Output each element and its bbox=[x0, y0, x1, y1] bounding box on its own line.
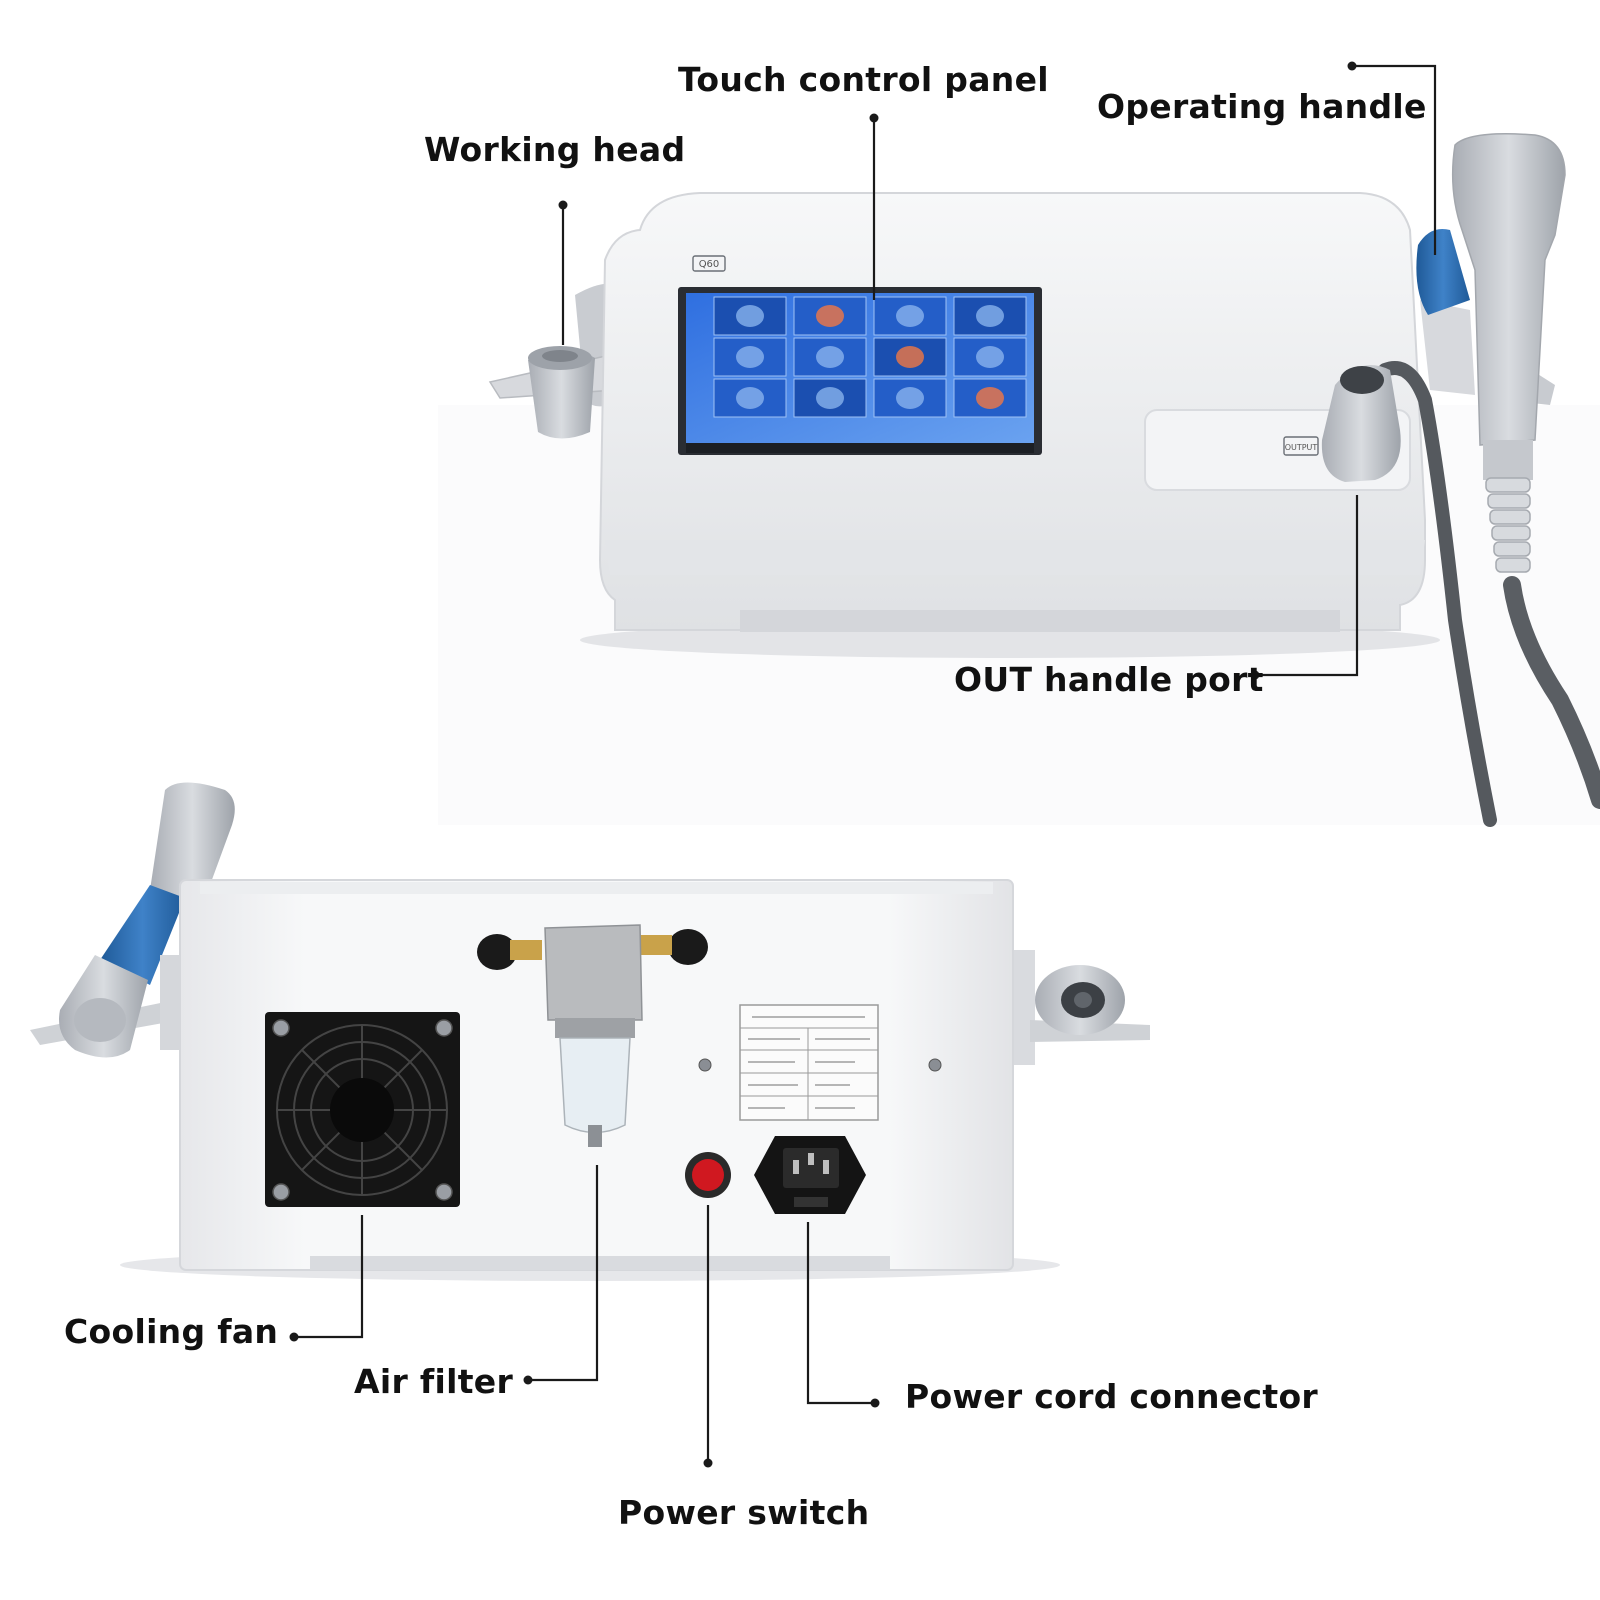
screen-tile-figure bbox=[816, 387, 844, 409]
screen-tile-figure bbox=[736, 387, 764, 409]
label-working-head: Working head bbox=[424, 130, 686, 169]
screen-tile-figure bbox=[896, 305, 924, 327]
rear-right-working-head bbox=[1005, 950, 1150, 1065]
leader-lines bbox=[289, 61, 1437, 1468]
label-out-handle-port: OUT handle port bbox=[954, 660, 1264, 699]
svg-text:OUTPUT: OUTPUT bbox=[1285, 443, 1318, 452]
power-cord-connector bbox=[754, 1136, 866, 1214]
screen-tile-figure bbox=[816, 305, 844, 327]
front-view-device: Q60 bbox=[438, 133, 1600, 827]
screen-tile-figure bbox=[896, 346, 924, 368]
label-touch-control-panel: Touch control panel bbox=[678, 60, 1049, 99]
screen-tile-grid bbox=[713, 296, 1027, 418]
label-cooling-fan: Cooling fan bbox=[64, 1312, 279, 1351]
screen-tile-figure bbox=[816, 346, 844, 368]
power-switch bbox=[685, 1152, 731, 1198]
screen-tile-figure bbox=[976, 305, 1004, 327]
cooling-fan bbox=[265, 1012, 460, 1207]
screen-tile-figure bbox=[736, 346, 764, 368]
rear-view-device bbox=[30, 782, 1150, 1281]
model-badge: Q60 bbox=[692, 255, 726, 272]
screw bbox=[698, 1058, 712, 1072]
screen-tile bbox=[953, 296, 1027, 336]
air-filter bbox=[477, 924, 708, 1147]
label-operating-handle: Operating handle bbox=[1097, 87, 1427, 126]
label-power-cord-connector: Power cord connector bbox=[905, 1377, 1318, 1416]
screw bbox=[928, 1058, 942, 1072]
screen-tile-figure bbox=[896, 387, 924, 409]
screen-tile-figure bbox=[976, 387, 1004, 409]
spec-label-plate bbox=[739, 1004, 879, 1121]
operating-handle bbox=[1416, 133, 1600, 809]
out-handle-port: OUTPUT bbox=[1283, 361, 1497, 827]
screen-tile-figure bbox=[736, 305, 764, 327]
screen-tile-figure bbox=[976, 346, 1004, 368]
label-air-filter: Air filter bbox=[354, 1362, 514, 1401]
svg-text:Q60: Q60 bbox=[699, 259, 720, 270]
label-power-switch: Power switch bbox=[618, 1493, 870, 1532]
